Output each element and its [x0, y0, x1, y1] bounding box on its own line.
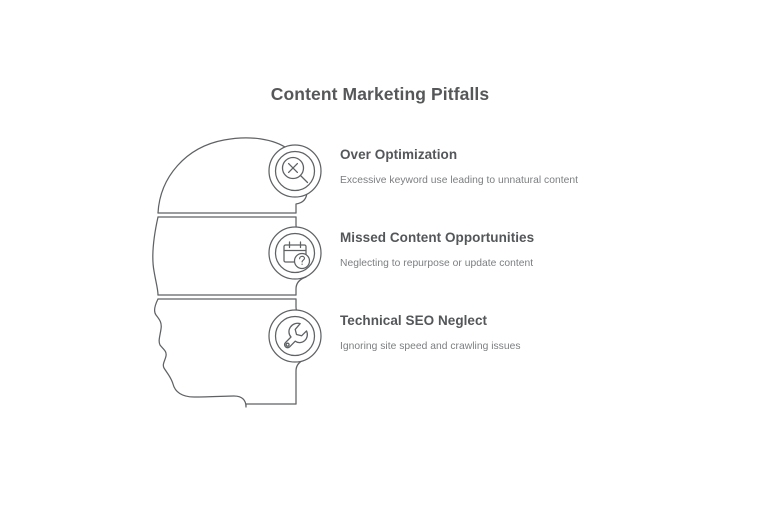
item-heading: Over Optimization [340, 147, 458, 162]
item-description: Excessive keyword use leading to unnatur… [340, 175, 578, 187]
calendar-question-icon [283, 241, 311, 270]
item-description: Ignoring site speed and crawling issues [340, 341, 521, 353]
magnifier-x-icon [281, 156, 309, 184]
list-item: Over Optimization Excessive keyword use … [340, 147, 740, 188]
list-item: Technical SEO Neglect Ignoring site spee… [340, 313, 740, 354]
page-title: Content Marketing Pitfalls [270, 84, 490, 104]
icon-badge-magnifier-x[interactable] [268, 144, 322, 198]
list-item: Missed Content Opportunities Neglecting … [340, 230, 740, 271]
item-heading: Missed Content Opportunities [340, 230, 535, 245]
item-heading: Technical SEO Neglect [340, 313, 488, 328]
icon-badge-wrench[interactable] [268, 309, 322, 363]
head-diagram [152, 137, 322, 408]
wrench-icon [283, 322, 308, 349]
icon-badge-calendar-question[interactable] [268, 226, 322, 280]
item-description: Neglecting to repurpose or update conten… [340, 258, 534, 270]
pitfall-list: Over Optimization Excessive keyword use … [340, 125, 740, 415]
